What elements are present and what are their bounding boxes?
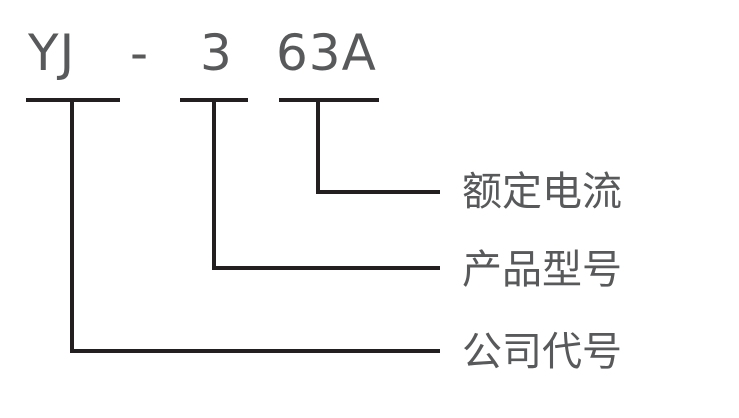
label-product-model: 产品型号 — [462, 247, 622, 293]
code-current: 63A — [276, 24, 377, 82]
leader-current-horizontal — [316, 190, 440, 194]
leader-company-horizontal — [70, 349, 440, 353]
leader-current-vertical — [316, 100, 320, 193]
leader-model-horizontal — [212, 266, 440, 270]
code-company: YJ — [28, 24, 76, 82]
code-dash: - — [130, 24, 150, 82]
code-model: 3 — [200, 24, 233, 82]
leader-model-vertical — [212, 100, 216, 270]
underline-current — [279, 98, 379, 102]
leader-company-vertical — [70, 100, 74, 353]
label-rated-current: 额定电流 — [462, 169, 622, 215]
label-company-code: 公司代号 — [462, 329, 622, 375]
